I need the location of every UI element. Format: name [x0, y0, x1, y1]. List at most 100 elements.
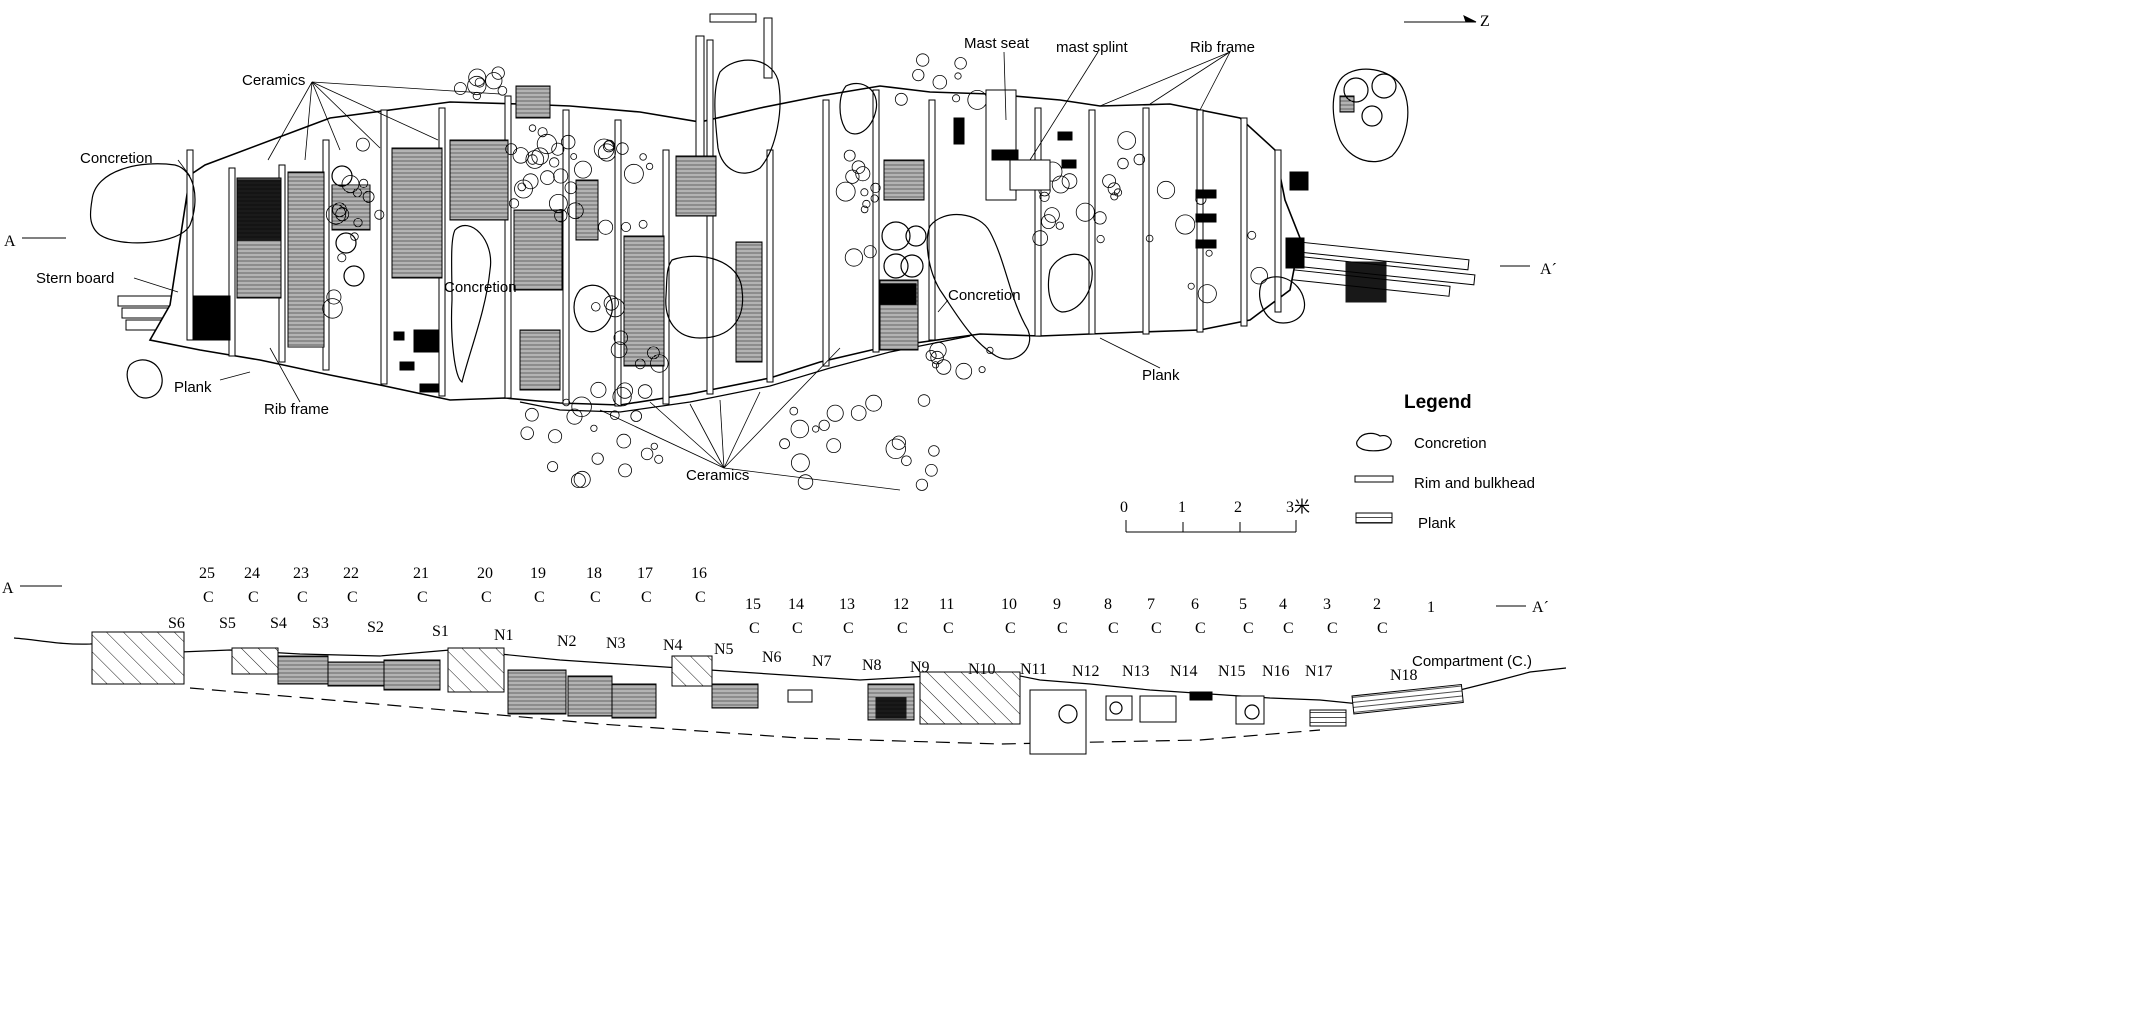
- section-strakes: [91, 631, 1464, 755]
- compartment-number: 3: [1323, 596, 1331, 613]
- section-a-label: A: [4, 233, 16, 250]
- compartment-c-mark: C: [897, 620, 908, 637]
- compartment-c-mark: C: [417, 589, 428, 606]
- compartment-c-mark: C: [347, 589, 358, 606]
- plank-icon: [1355, 512, 1393, 524]
- stern-board-label: Stern board: [36, 270, 114, 287]
- legend-plank-label: Plank: [1418, 515, 1456, 532]
- scale-bar: 0 1 2 3米: [1120, 498, 1310, 533]
- frame-label: S5: [219, 615, 236, 632]
- mast-seat-label: Mast seat: [964, 35, 1030, 52]
- compartment-number: 16: [691, 565, 707, 582]
- frame-label: S4: [270, 615, 287, 632]
- frame-label: N18: [1390, 667, 1418, 684]
- compartment-number: 10: [1001, 596, 1017, 613]
- frame-label: N15: [1218, 663, 1246, 680]
- leader-lines: [133, 51, 1231, 491]
- legend: Legend Concretion Rim and bulkhead Plank: [1354, 392, 1535, 532]
- frame-label: N9: [910, 659, 930, 676]
- rim-bulkhead-icon: [1354, 475, 1394, 483]
- frame-label: S2: [367, 619, 384, 636]
- compartment-c-mark: C: [943, 620, 954, 637]
- frame-label: N4: [663, 637, 683, 654]
- frame-label: N6: [762, 649, 782, 666]
- section-view-a-label: A: [2, 580, 14, 597]
- section-view: A A´: [2, 565, 1567, 755]
- compartment-number: 4: [1279, 596, 1287, 613]
- compartment-c-mark: C: [749, 620, 760, 637]
- frame-label: N16: [1262, 663, 1290, 680]
- compartment-c-mark: C: [695, 589, 706, 606]
- scale-tick-0: 0: [1120, 499, 1128, 516]
- frame-label: N2: [557, 633, 577, 650]
- compartment-number: 1: [1427, 599, 1435, 616]
- rib-frame-label-left: Rib frame: [264, 401, 329, 418]
- frame-label: N10: [968, 661, 996, 678]
- compartment-c-mark: C: [792, 620, 803, 637]
- compartment-number: 20: [477, 565, 493, 582]
- compartment-c-mark: C: [1151, 620, 1162, 637]
- compartment-c-mark: C: [1327, 620, 1338, 637]
- compartment-c-mark: C: [481, 589, 492, 606]
- frame-label: N8: [862, 657, 882, 674]
- compartment-number: 12: [893, 596, 909, 613]
- compartment-number: 17: [637, 565, 653, 582]
- compartment-c-mark: C: [1005, 620, 1016, 637]
- compartment-number: 22: [343, 565, 359, 582]
- frame-label: N1: [494, 627, 514, 644]
- compartment-number: 8: [1104, 596, 1112, 613]
- north-label: Z: [1480, 13, 1490, 30]
- compartment-c-mark: C: [1108, 620, 1119, 637]
- compartment-caption: Compartment (C.): [1412, 653, 1532, 670]
- compartment-number: 15: [745, 596, 761, 613]
- compartment-number: 18: [586, 565, 602, 582]
- frame-label: N3: [606, 635, 626, 652]
- compartment-number: 2: [1373, 596, 1381, 613]
- compartment-c-mark: C: [248, 589, 259, 606]
- frame-label: N17: [1305, 663, 1333, 680]
- rib-frame-label-top: Rib frame: [1190, 39, 1255, 56]
- compartment-c-mark: C: [1057, 620, 1068, 637]
- ceramics-label-bottom: Ceramics: [686, 467, 749, 484]
- frame-label: N12: [1072, 663, 1100, 680]
- north-arrow: Z: [1404, 13, 1490, 30]
- compartment-number: 23: [293, 565, 309, 582]
- compartment-number: 24: [244, 565, 260, 582]
- scale-tick-3: 3米: [1286, 498, 1310, 516]
- shipwreck-site-drawing: A A´ Z Ceramics Ceramics Concretion Conc…: [2, 13, 1567, 755]
- compartment-number: 19: [530, 565, 546, 582]
- compartment-number: 6: [1191, 596, 1199, 613]
- compartment-c-mark: C: [1195, 620, 1206, 637]
- compartment-number: 11: [939, 596, 954, 613]
- frame-label: S6: [168, 615, 185, 632]
- concretion-icon: [1356, 432, 1392, 452]
- frame-label: S1: [432, 623, 449, 640]
- plank-label-right: Plank: [1142, 367, 1180, 384]
- legend-concretion-label: Concretion: [1414, 435, 1487, 452]
- frame-label: N13: [1122, 663, 1150, 680]
- compartment-number: 25: [199, 565, 215, 582]
- scattered-ceramics: [322, 53, 1397, 491]
- compartment-number: 13: [839, 596, 855, 613]
- section-a-prime-label: A´: [1540, 261, 1557, 278]
- compartment-c-mark: C: [1283, 620, 1294, 637]
- concretion-label-center: Concretion: [444, 279, 517, 296]
- frame-label: N11: [1020, 661, 1047, 678]
- plan-view: A A´ Z Ceramics Ceramics Concretion Conc…: [4, 13, 1557, 491]
- compartment-c-mark: C: [297, 589, 308, 606]
- scale-tick-1: 1: [1178, 499, 1186, 516]
- ceramics-label-top: Ceramics: [242, 72, 305, 89]
- section-view-a-prime-label: A´: [1532, 599, 1549, 616]
- frame-label: S3: [312, 615, 329, 632]
- compartment-c-mark: C: [1243, 620, 1254, 637]
- frame-label: N5: [714, 641, 734, 658]
- compartment-number: 21: [413, 565, 429, 582]
- legend-title: Legend: [1404, 392, 1472, 413]
- legend-rim-bulkhead-label: Rim and bulkhead: [1414, 475, 1535, 492]
- compartment-number: 5: [1239, 596, 1247, 613]
- scale-tick-2: 2: [1234, 499, 1242, 516]
- compartment-number: 7: [1147, 596, 1155, 613]
- compartment-c-mark: C: [534, 589, 545, 606]
- compartment-number: 14: [788, 596, 804, 613]
